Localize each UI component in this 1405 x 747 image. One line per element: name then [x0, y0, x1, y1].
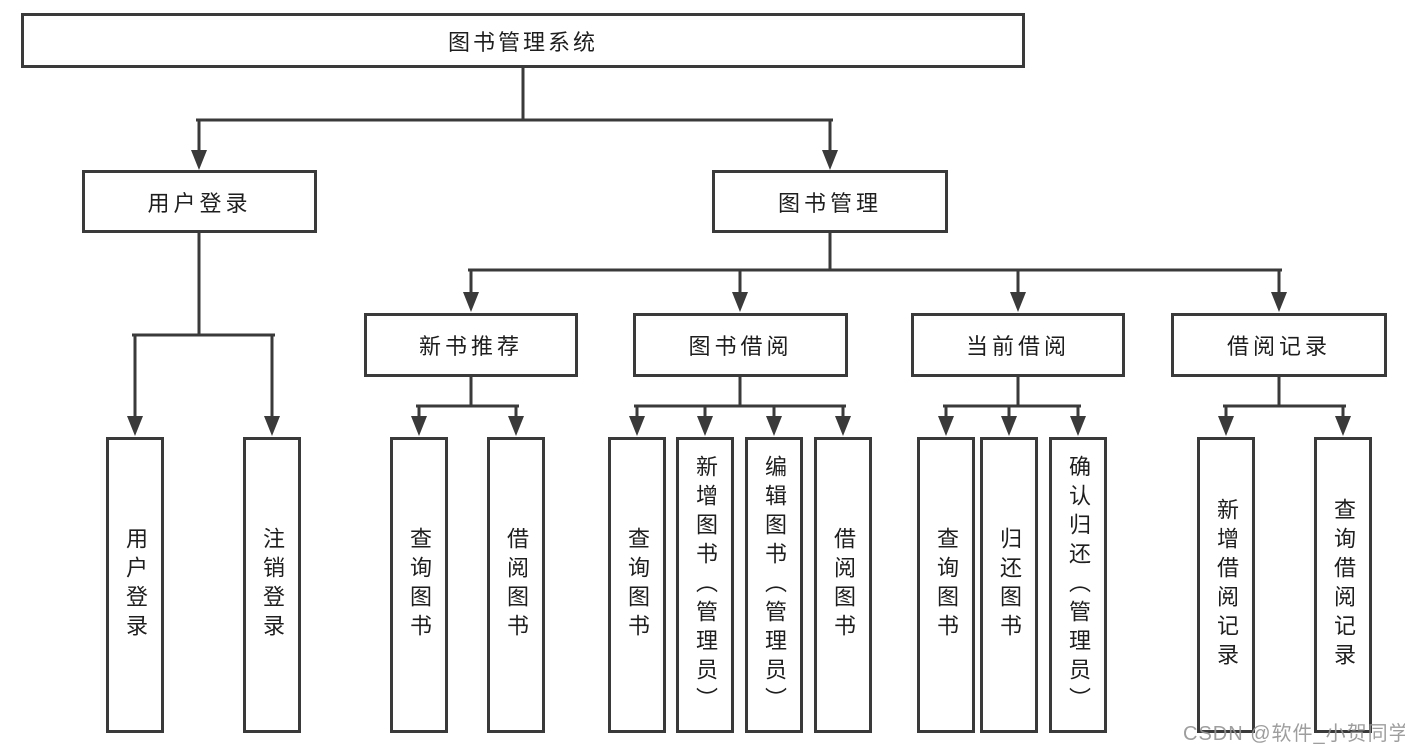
- leaf-query-borrow-record: 查询借阅记录: [1314, 437, 1372, 733]
- arrow-to-leaf-user-login: [127, 335, 143, 436]
- node-current-borrow: 当前借阅: [911, 313, 1125, 377]
- leaf-return-book: 归还图书: [980, 437, 1038, 733]
- node-user-login: 用户登录: [82, 170, 317, 233]
- arrow-leaf-1226: [1218, 406, 1234, 436]
- arrow-to-current-borrow: [1010, 270, 1026, 312]
- leaf-borrow-book-2-label: 借阅图书: [831, 527, 856, 643]
- node-borrow-record: 借阅记录: [1171, 313, 1387, 377]
- arrow-to-book-mgmt: [822, 120, 838, 170]
- node-current-borrow-label: 当前借阅: [965, 334, 1070, 359]
- arrow-to-leaf-logout: [264, 335, 280, 436]
- connector-currentborrow-split: [943, 375, 1081, 408]
- leaf-add-book-admin: 新增图书（管理员）: [676, 437, 734, 733]
- arrow-leaf-1343: [1335, 406, 1351, 436]
- leaf-edit-book-admin-label: 编辑图书（管理员）: [762, 454, 787, 716]
- node-book-mgmt: 图书管理: [712, 170, 948, 233]
- node-root-label: 图书管理系统: [447, 29, 598, 55]
- leaf-add-borrow-record: 新增借阅记录: [1197, 437, 1255, 733]
- leaf-query-book-3: 查询图书: [917, 437, 975, 733]
- leaf-query-borrow-record-label: 查询借阅记录: [1331, 498, 1356, 672]
- arrow-leaf-946: [938, 406, 954, 436]
- node-root: 图书管理系统: [21, 13, 1025, 68]
- arrow-leaf-1009: [1001, 406, 1017, 436]
- node-borrow-record-label: 借阅记录: [1226, 334, 1331, 359]
- node-book-borrow-label: 图书借阅: [688, 334, 793, 359]
- leaf-query-book-1: 查询图书: [390, 437, 448, 733]
- leaf-edit-book-admin: 编辑图书（管理员）: [745, 437, 803, 733]
- leaf-user-login: 用户登录: [106, 437, 164, 733]
- leaf-query-book-3-label: 查询图书: [934, 527, 959, 643]
- leaf-borrow-book-2: 借阅图书: [814, 437, 872, 733]
- connector-bookmgmt-split: [468, 231, 1282, 272]
- arrow-leaf-637: [629, 406, 645, 436]
- leaf-query-book-2-label: 查询图书: [625, 527, 650, 643]
- node-book-mgmt-label: 图书管理: [777, 190, 882, 216]
- connector-borrowrecord-split: [1223, 375, 1346, 408]
- connector-bookborrow-split: [634, 375, 846, 408]
- arrow-leaf-705: [697, 406, 713, 436]
- watermark: CSDN @软件_小贺同学: [1183, 723, 1405, 745]
- arrow-leaf-774: [766, 406, 782, 436]
- arrow-leaf-843: [835, 406, 851, 436]
- leaf-return-book-label: 归还图书: [997, 527, 1022, 643]
- connector-newbookrec-split: [416, 375, 519, 408]
- leaf-query-book-1-label: 查询图书: [407, 527, 432, 643]
- leaf-confirm-return-admin: 确认归还（管理员）: [1049, 437, 1107, 733]
- leaf-query-book-2: 查询图书: [608, 437, 666, 733]
- leaf-logout: 注销登录: [243, 437, 301, 733]
- node-book-borrow: 图书借阅: [633, 313, 848, 377]
- leaf-add-book-admin-label: 新增图书（管理员）: [693, 454, 718, 716]
- arrow-leaf-516: [508, 406, 524, 436]
- arrow-to-book-borrow: [732, 270, 748, 312]
- leaf-confirm-return-admin-label: 确认归还（管理员）: [1066, 454, 1091, 716]
- node-new-book-rec-label: 新书推荐: [418, 334, 523, 359]
- node-new-book-rec: 新书推荐: [364, 313, 578, 377]
- leaf-borrow-book-1-label: 借阅图书: [504, 527, 529, 643]
- arrow-to-user-login: [191, 120, 207, 170]
- arrow-leaf-1078: [1070, 406, 1086, 436]
- leaf-borrow-book-1: 借阅图书: [487, 437, 545, 733]
- arrow-to-new-book-rec: [463, 270, 479, 312]
- arrow-leaf-419: [411, 406, 427, 436]
- leaf-logout-label: 注销登录: [260, 527, 285, 643]
- connector-userlogin-split: [132, 231, 275, 337]
- arrow-to-borrow-record: [1271, 270, 1287, 312]
- leaf-add-borrow-record-label: 新增借阅记录: [1214, 498, 1239, 672]
- connector-root-split: [196, 66, 833, 122]
- leaf-user-login-label: 用户登录: [123, 527, 148, 643]
- node-user-login-label: 用户登录: [147, 190, 252, 216]
